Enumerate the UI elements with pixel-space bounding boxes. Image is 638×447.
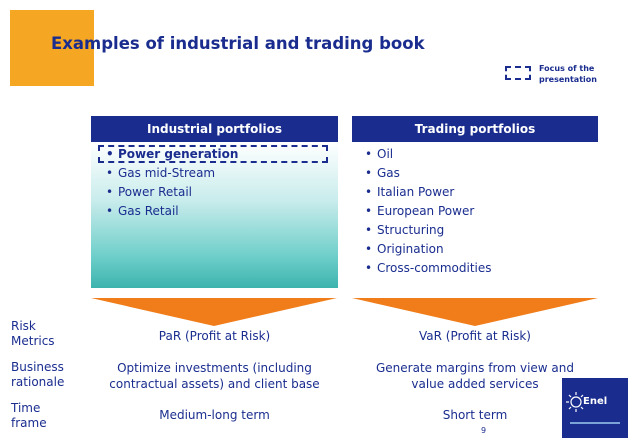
logo-underline: [570, 422, 620, 424]
page-number: 9: [481, 426, 487, 435]
list-item: •Gas Retail: [106, 204, 179, 218]
slide-title: Examples of industrial and trading book: [51, 34, 425, 53]
list-item: •Oil: [365, 147, 394, 161]
trading-portfolios-panel: Trading portfolios •Oil •Gas •Italian Po…: [352, 116, 598, 288]
trading-time-frame: Short term: [442, 408, 508, 422]
list-item: •Italian Power: [365, 185, 455, 199]
trading-portfolios-header: Trading portfolios: [352, 116, 598, 142]
industrial-risk-metric: PaR (Profit at Risk): [158, 329, 271, 343]
industrial-list: •Power generation •Gas mid-Stream •Power…: [106, 145, 238, 221]
industrial-time-frame: Medium-long term: [159, 408, 270, 422]
list-item: •Power Retail: [106, 185, 193, 199]
row-label-business-rationale: Business rationale: [11, 360, 65, 389]
focus-legend-line2: presentation: [539, 75, 597, 84]
dashed-box-icon: [505, 66, 531, 80]
down-arrow-icon: [352, 298, 598, 326]
industrial-portfolios-body: •Power generation •Gas mid-Stream •Power…: [91, 142, 338, 288]
decorative-orange-square: [10, 10, 94, 86]
sun-icon: [566, 392, 584, 412]
row-label-time-frame: Time frame: [11, 401, 47, 430]
industrial-business-rationale: Optimize investments (including contract…: [109, 361, 320, 391]
focus-legend-text: Focus of the presentation: [539, 63, 597, 85]
trading-business-rationale: Generate margins from view and value add…: [375, 361, 574, 391]
trading-portfolios-body: •Oil •Gas •Italian Power •European Power…: [352, 142, 598, 288]
list-item: •Origination: [365, 242, 444, 256]
logo-text: Enel: [583, 396, 608, 407]
list-item: •Power generation: [106, 147, 239, 161]
list-item: •Gas: [365, 166, 400, 180]
list-item: •Cross-commodities: [365, 261, 492, 275]
list-item: •European Power: [365, 204, 475, 218]
focus-highlight-box: [98, 145, 328, 163]
trading-list: •Oil •Gas •Italian Power •European Power…: [365, 145, 492, 278]
row-label-risk-metrics: Risk Metrics: [11, 319, 55, 348]
focus-legend-line1: Focus of the: [539, 64, 595, 73]
list-item: •Structuring: [365, 223, 445, 237]
enel-logo: Enel: [562, 378, 628, 438]
down-arrow-icon: [91, 298, 337, 326]
industrial-portfolios-panel: Industrial portfolios •Power generation …: [91, 116, 338, 288]
focus-legend: Focus of the presentation: [503, 63, 603, 85]
industrial-portfolios-header: Industrial portfolios: [91, 116, 338, 142]
trading-risk-metric: VaR (Profit at Risk): [418, 329, 531, 343]
list-item: •Gas mid-Stream: [106, 166, 216, 180]
